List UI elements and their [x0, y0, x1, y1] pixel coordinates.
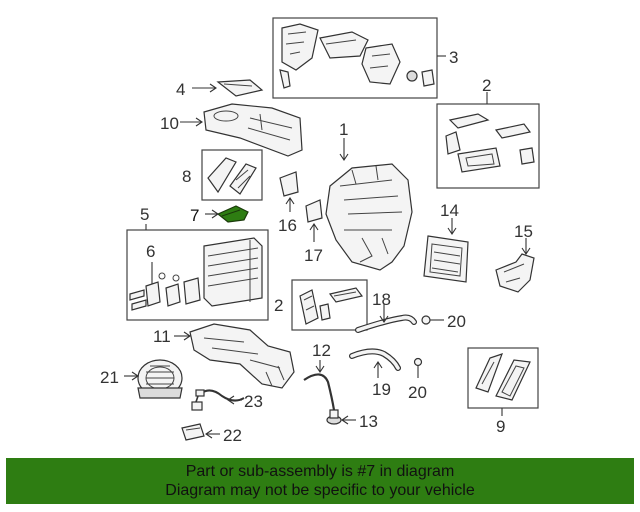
- banner-line-1: Part or sub-assembly is #7 in diagram: [185, 463, 455, 480]
- part-21-blower-motor[interactable]: 21: [100, 359, 183, 399]
- part-23-wire-harness[interactable]: 23: [191, 389, 263, 411]
- part-22-resistor[interactable]: 22: [181, 423, 242, 445]
- part-1-heater-case[interactable]: 1: [325, 120, 413, 271]
- part-13-grommet[interactable]: 13: [326, 409, 378, 431]
- callout-20-upper: 20: [447, 312, 466, 331]
- part-2-vent-seals-upper[interactable]: 2: [436, 76, 540, 189]
- callout-19: 19: [372, 380, 391, 399]
- part-2-vent-seals-lower[interactable]: 2: [274, 279, 368, 331]
- part-7-highlighted-component[interactable]: 7: [190, 205, 249, 225]
- part-3-duct-assembly[interactable]: 3: [272, 17, 458, 99]
- callout-21: 21: [100, 368, 119, 387]
- callout-7: 7: [190, 206, 199, 225]
- part-9-seals[interactable]: 9: [467, 347, 539, 436]
- callout-20-lower: 20: [408, 383, 427, 402]
- part-8-seals[interactable]: 8: [182, 149, 263, 201]
- part-12-cable[interactable]: 12: [303, 341, 336, 411]
- part-10-upper-case[interactable]: 10: [160, 103, 303, 157]
- callout-2-upper: 2: [482, 76, 491, 95]
- callout-13: 13: [359, 412, 378, 431]
- callout-8: 8: [182, 167, 191, 186]
- part-4-filter-cover[interactable]: 4: [176, 79, 264, 99]
- callout-6: 6: [146, 242, 155, 261]
- part-19-hose[interactable]: 19: [349, 348, 401, 399]
- callout-22: 22: [223, 426, 242, 445]
- banner-line-2: Diagram may not be specific to your vehi…: [165, 482, 475, 499]
- callout-10: 10: [160, 114, 179, 133]
- callout-12: 12: [312, 341, 331, 360]
- callout-18: 18: [372, 290, 391, 309]
- part-18-hose[interactable]: 18: [355, 290, 417, 333]
- callout-1: 1: [339, 120, 348, 139]
- vehicle-fit-banner: Part or sub-assembly is #7 in diagram Di…: [6, 458, 634, 504]
- part-15-bracket[interactable]: 15: [495, 222, 535, 293]
- part-17-sensor[interactable]: 17: [304, 199, 323, 265]
- callout-5: 5: [140, 205, 149, 224]
- part-20-clamp-upper[interactable]: 20: [421, 312, 466, 331]
- part-11-lower-case[interactable]: 11: [153, 323, 295, 389]
- callout-9: 9: [496, 417, 505, 436]
- callout-23: 23: [244, 392, 263, 411]
- part-20-clamp-lower[interactable]: 20: [408, 357, 427, 403]
- callout-17: 17: [304, 246, 323, 265]
- part-16-sensor[interactable]: 16: [278, 171, 299, 235]
- exploded-parts-diagram: 3 4 10 1 2: [100, 17, 540, 445]
- callout-15: 15: [514, 222, 533, 241]
- callout-16: 16: [278, 216, 297, 235]
- part-5-evaporator-box[interactable]: 5 6: [126, 205, 269, 321]
- callout-2-lower: 2: [274, 296, 283, 315]
- part-14-heater-core[interactable]: 14: [423, 201, 469, 283]
- callout-3: 3: [449, 48, 458, 67]
- callout-14: 14: [440, 201, 459, 220]
- callout-4: 4: [176, 80, 185, 99]
- callout-11: 11: [153, 327, 171, 346]
